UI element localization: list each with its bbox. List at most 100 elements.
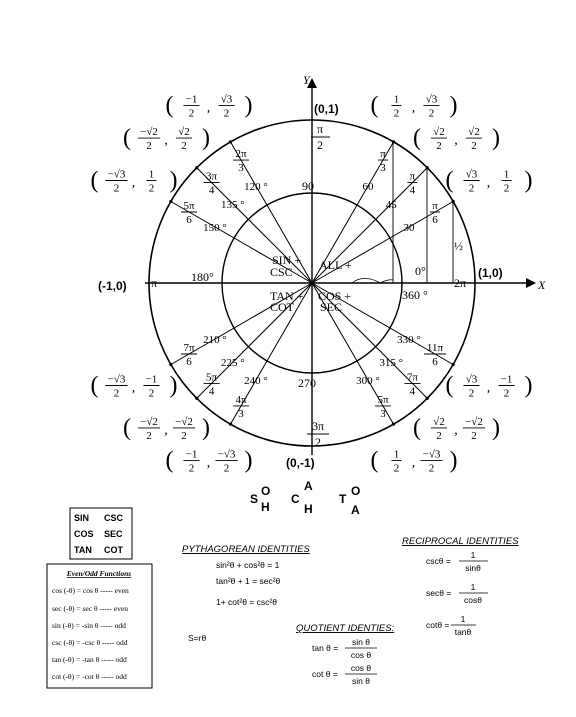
- coord-x: −12: [183, 449, 200, 475]
- coord-comma: ,: [132, 381, 136, 396]
- ray-30: [311, 201, 454, 284]
- rad-label-135-den: 4: [209, 185, 215, 197]
- rad-label-240-num: 4π: [235, 394, 247, 406]
- coord-y-num: −1: [501, 374, 513, 386]
- coord-y: −12: [498, 374, 515, 400]
- pair-sec: SEC: [104, 529, 123, 539]
- coord-paren-close: ): [525, 168, 533, 194]
- coord-y-den: 2: [224, 463, 230, 475]
- svg-text:cos θ: cos θ: [351, 650, 372, 660]
- svg-text:tan θ =: tan θ =: [312, 643, 338, 653]
- even-odd-row: sec (-θ) = sec θ ----- even: [52, 604, 128, 613]
- svg-text:O: O: [351, 484, 360, 498]
- y-axis-label: Y: [303, 73, 311, 87]
- coord-y: −12: [143, 374, 160, 400]
- even-odd-row: cot (-θ) = -cot θ ----- odd: [52, 672, 127, 681]
- deg-label-135: 135 °: [221, 199, 245, 211]
- rad-label-60: π3: [377, 148, 389, 174]
- ray-45: [311, 167, 428, 284]
- deg-label-150: 150 °: [203, 222, 227, 234]
- coord-x: 12: [391, 93, 402, 119]
- pair-csc: CSC: [104, 513, 124, 523]
- ray-240: [230, 282, 313, 425]
- coord-y: −√22: [462, 416, 486, 442]
- coord-paren-open: (: [123, 415, 131, 441]
- deg-0: 0°: [415, 264, 426, 278]
- coord-x-num: √2: [433, 126, 445, 138]
- coord-comma: ,: [412, 456, 416, 471]
- svg-text:sin θ: sin θ: [352, 676, 370, 686]
- coord-paren-open: (: [413, 415, 421, 441]
- pythagorean-title: PYTHAGOREAN IDENTITIES: [182, 544, 310, 555]
- coord-paren-open: (: [166, 92, 174, 118]
- coord-comma: ,: [164, 133, 168, 148]
- rad-pi-over-2: π 2: [311, 122, 330, 152]
- reciprocal-csc: cscθ = 1 sinθ: [426, 550, 488, 573]
- svg-text:cot θ =: cot θ =: [312, 669, 338, 679]
- ray-315: [311, 282, 428, 399]
- svg-text:secθ =: secθ =: [426, 588, 451, 598]
- point-right: (1,0): [478, 266, 503, 280]
- rad-label-210-num: 7π: [183, 342, 195, 354]
- even-odd-row: cos (-θ) = cos θ ----- even: [52, 586, 129, 595]
- coord-x-num: −√3: [108, 169, 126, 181]
- svg-text:A: A: [304, 479, 313, 493]
- ray-120: [230, 141, 313, 284]
- sign-q4-sec: SEC: [320, 300, 342, 314]
- coord-x-den: 2: [469, 183, 475, 195]
- coord-comma: ,: [207, 100, 211, 115]
- rad-label-45-num: π: [410, 171, 416, 183]
- coord-comma: ,: [412, 100, 416, 115]
- deg-label-225: 225 °: [221, 357, 245, 369]
- coord-x: −√32: [105, 169, 128, 195]
- rad-label-315-den: 4: [410, 385, 416, 397]
- coord-y: 12: [146, 169, 157, 195]
- coord-150: (−√32,12): [90, 168, 177, 195]
- coord-comma: ,: [487, 176, 491, 191]
- svg-text:S: S: [250, 492, 258, 506]
- rad-label-60-den: 3: [380, 162, 386, 174]
- point-240: [228, 422, 233, 426]
- rad-label-300-num: 5π: [377, 394, 389, 406]
- deg-label-300: 300 °: [356, 375, 380, 387]
- svg-text:H: H: [304, 502, 313, 516]
- svg-text:cscθ =: cscθ =: [426, 556, 451, 566]
- arc-length-formula: S=rθ: [188, 633, 206, 643]
- coord-x: √32: [463, 374, 480, 400]
- sign-q3-tan: TAN +: [270, 289, 304, 303]
- coord-paren-open: (: [371, 448, 379, 474]
- coord-y-num: 1: [504, 169, 510, 181]
- deg-label-240: 240 °: [244, 375, 268, 387]
- rad-label-225: 5π4: [203, 371, 220, 397]
- svg-text:2: 2: [317, 138, 323, 152]
- coord-y-den: 2: [429, 107, 435, 119]
- coord-paren-close: ): [492, 125, 500, 151]
- rad-label-210-den: 6: [186, 356, 192, 368]
- svg-text:cos θ: cos θ: [351, 663, 372, 673]
- quotient-tan: tan θ = sin θ cos θ: [312, 637, 377, 660]
- rad-label-150-num: 5π: [183, 200, 195, 212]
- svg-text:π: π: [317, 122, 323, 136]
- coord-comma: ,: [487, 381, 491, 396]
- coord-x-num: 1: [394, 449, 400, 461]
- coord-x-num: −√2: [140, 126, 158, 138]
- coord-60: (12,√32): [371, 92, 458, 119]
- svg-text:3π: 3π: [312, 419, 324, 433]
- even-odd-box: Even/Odd Functions cos (-θ) = cos θ ----…: [46, 563, 153, 689]
- rad-label-60-num: π: [380, 148, 386, 160]
- coord-x-num: √3: [466, 169, 478, 181]
- coord-y: −√22: [172, 416, 196, 442]
- coord-240: (−12,−√32): [166, 448, 253, 475]
- sign-q3-cot: COT: [270, 300, 295, 314]
- deg-180: 180°: [191, 270, 214, 284]
- ray-150: [170, 201, 313, 284]
- coord-paren-open: (: [446, 373, 454, 399]
- coord-y-num: −√3: [218, 449, 236, 461]
- reciprocal-sec: secθ = 1 cosθ: [426, 582, 488, 605]
- coord-paren-close: ): [169, 168, 177, 194]
- even-odd-row: tan (-θ) = -tan θ ----- odd: [52, 655, 127, 664]
- svg-text:1: 1: [461, 614, 466, 624]
- rad-label-45: π4: [407, 171, 418, 197]
- coord-paren-open: (: [90, 168, 98, 194]
